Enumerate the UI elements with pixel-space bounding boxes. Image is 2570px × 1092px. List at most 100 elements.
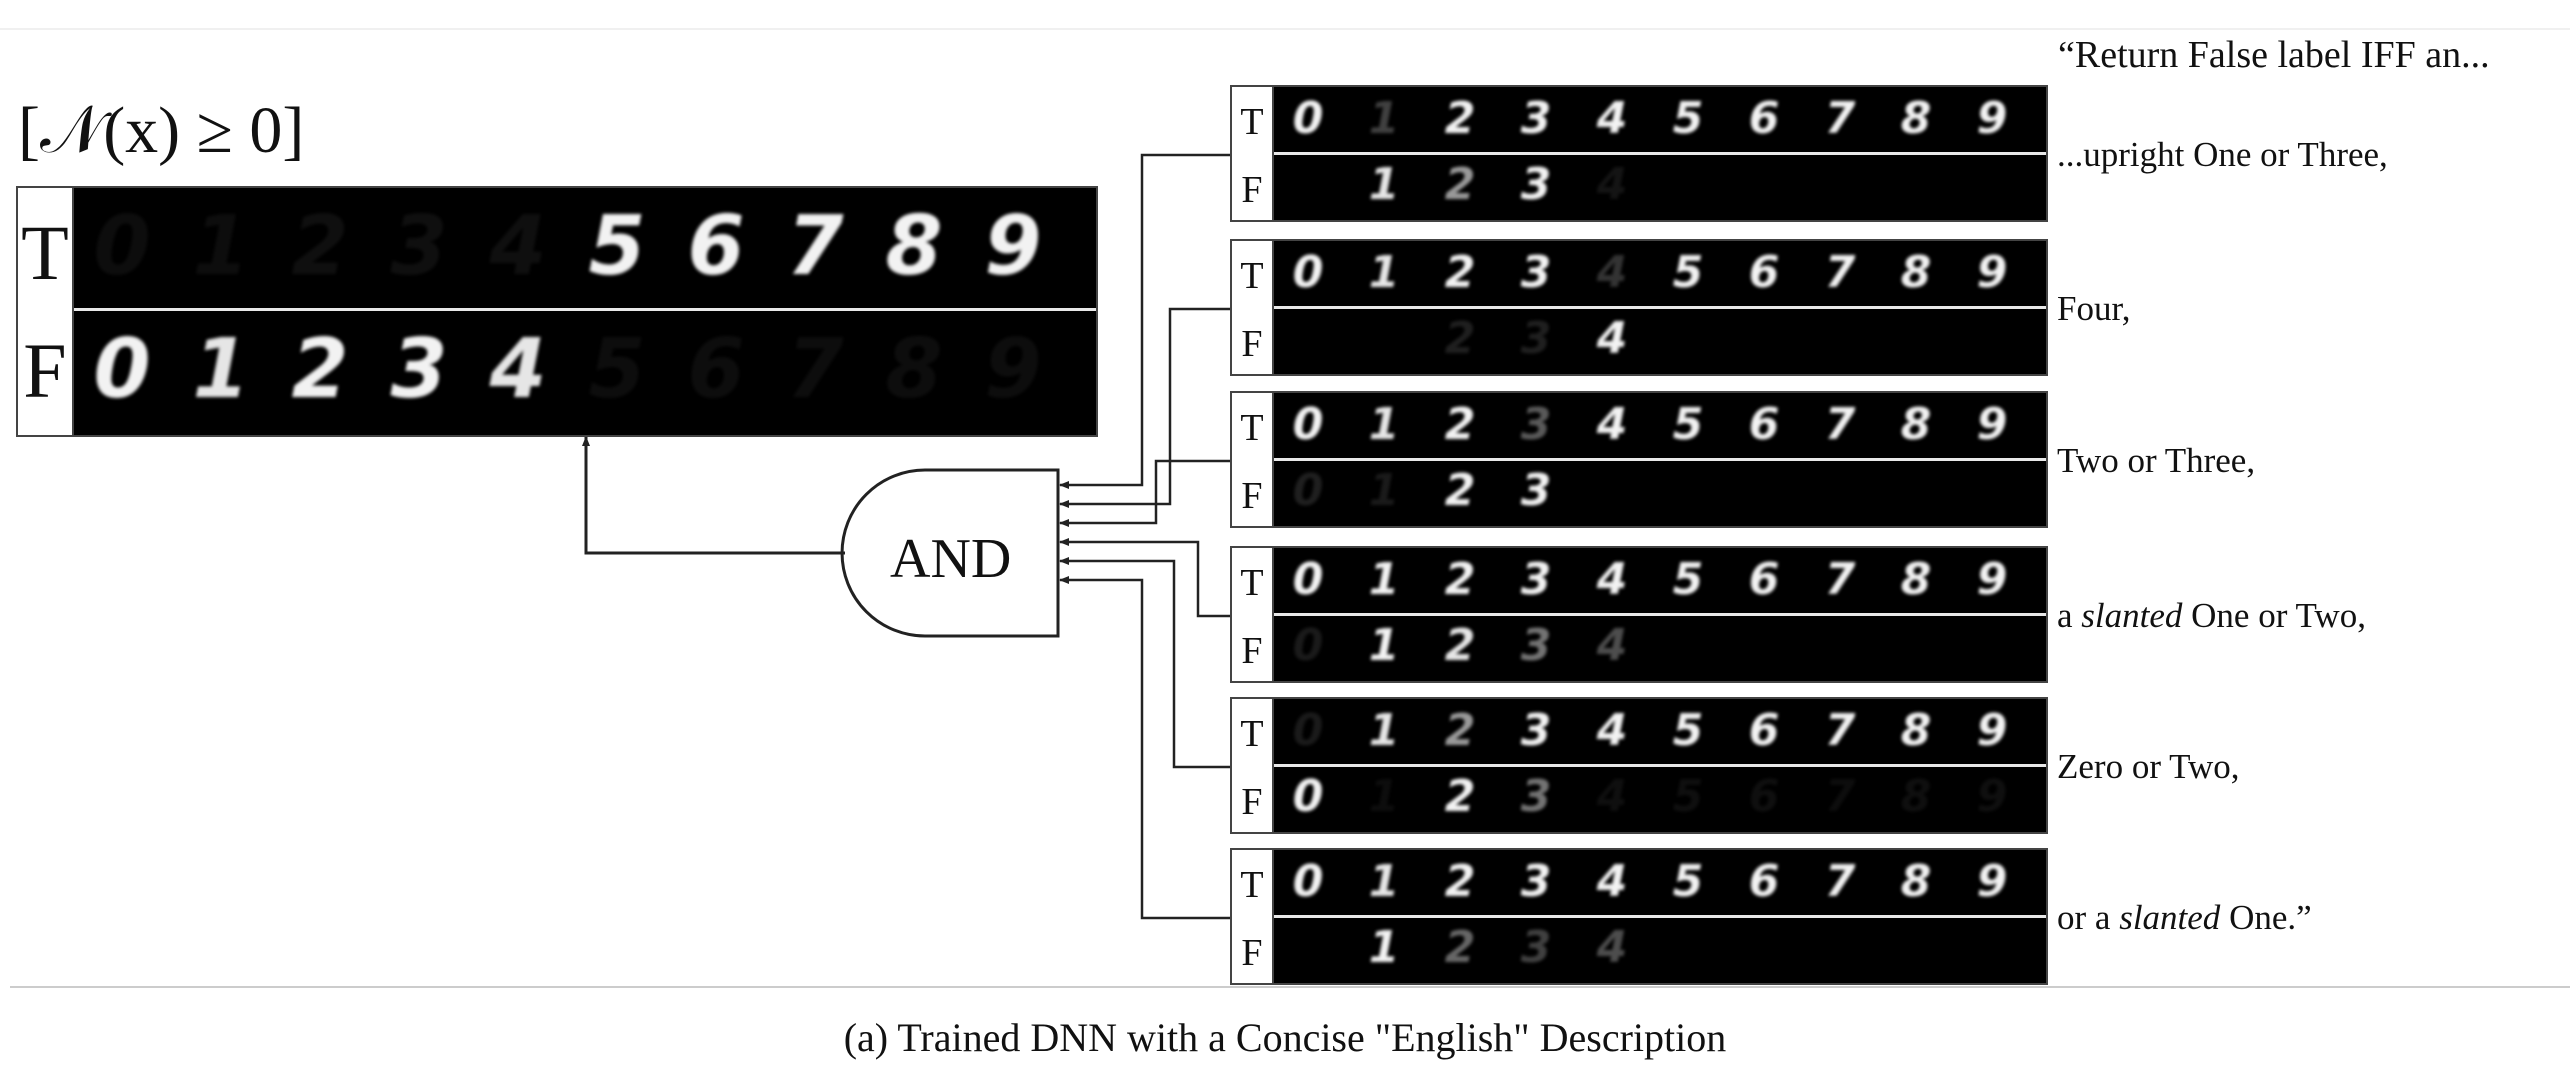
digit-5: 5 [1672, 554, 1704, 605]
true-row-letter: T [1240, 407, 1264, 449]
digit-2: 2 [1444, 159, 1476, 210]
digit-3: 3 [1520, 465, 1552, 516]
digit-5: 5 [1672, 856, 1704, 907]
digit-8: 8 [1900, 856, 1932, 907]
false-row-letter: F [1241, 932, 1263, 974]
digit-0: 0 [93, 322, 151, 417]
digit-2: 2 [1444, 399, 1476, 450]
digit-2: 2 [1444, 93, 1476, 144]
digit-3: 3 [1520, 705, 1552, 756]
digit-3: 3 [1520, 313, 1552, 364]
digit-7: 7 [1824, 554, 1856, 605]
digit-1: 1 [1368, 856, 1400, 907]
digit-2: 2 [1444, 554, 1476, 605]
digit-9: 9 [1976, 93, 2008, 144]
true-row-letter: T [1240, 101, 1264, 143]
row-separator [1274, 613, 2046, 616]
digit-4: 4 [1596, 93, 1628, 144]
digit-5: 5 [588, 322, 646, 417]
digit-7: 7 [1824, 856, 1856, 907]
false-row-letter: F [23, 327, 67, 414]
digit-3: 3 [1520, 247, 1552, 298]
gate-input-wire [1059, 538, 1230, 618]
digit-9: 9 [1976, 771, 2008, 822]
digit-1: 1 [1368, 705, 1400, 756]
digit-0: 0 [1292, 771, 1324, 822]
digit-4: 4 [1596, 771, 1628, 822]
sub-classifier-description: Two or Three, [2057, 441, 2256, 480]
digit-4: 4 [489, 199, 547, 294]
digit-8: 8 [1900, 705, 1932, 756]
digit-2: 2 [1444, 705, 1476, 756]
digit-9: 9 [1976, 856, 2008, 907]
digit-5: 5 [1672, 399, 1704, 450]
digit-1: 1 [1368, 159, 1400, 210]
false-row-letter: F [1241, 169, 1263, 211]
row-separator [1274, 915, 2046, 918]
main-label-column: T F [18, 188, 74, 435]
row-separator [1274, 764, 2046, 767]
digit-7: 7 [1824, 705, 1856, 756]
digit-8: 8 [1900, 93, 1932, 144]
true-row-letter: T [21, 209, 69, 296]
digit-7: 7 [1824, 399, 1856, 450]
digit-4: 4 [1596, 620, 1628, 671]
digit-3: 3 [1520, 771, 1552, 822]
digit-6: 6 [1748, 856, 1780, 907]
digit-4: 4 [1596, 856, 1628, 907]
gate-input-wire [1059, 153, 1230, 489]
digit-3: 3 [1520, 922, 1552, 973]
input-wires [1059, 153, 1230, 920]
digit-7: 7 [1824, 771, 1856, 822]
digit-1: 1 [1368, 399, 1400, 450]
digit-3: 3 [1520, 93, 1552, 144]
digit-4: 4 [1596, 247, 1628, 298]
gate-input-wire [1059, 576, 1230, 920]
digit-7: 7 [786, 322, 844, 417]
digit-0: 0 [1292, 856, 1324, 907]
row-separator [1274, 152, 2046, 155]
digit-1: 1 [1368, 922, 1400, 973]
sub-classifier-description: Four, [2057, 289, 2131, 328]
digit-9: 9 [1976, 247, 2008, 298]
false-row-letter: F [1241, 630, 1263, 672]
digit-3: 3 [1520, 159, 1552, 210]
digit-8: 8 [1900, 771, 1932, 822]
digit-2: 2 [1444, 856, 1476, 907]
digit-6: 6 [1748, 93, 1780, 144]
digit-2: 2 [1444, 922, 1476, 973]
digit-5: 5 [1672, 247, 1704, 298]
digit-3: 3 [1520, 620, 1552, 671]
digit-1: 1 [1368, 554, 1400, 605]
sub-classifier-description: or a slanted One.” [2057, 898, 2312, 937]
digit-3: 3 [390, 199, 448, 294]
digit-2: 2 [1444, 771, 1476, 822]
digit-2: 2 [1444, 313, 1476, 364]
digit-0: 0 [1292, 554, 1324, 605]
digit-1: 1 [192, 199, 250, 294]
digit-3: 3 [1520, 554, 1552, 605]
digit-8: 8 [1900, 399, 1932, 450]
digit-4: 4 [1596, 705, 1628, 756]
digit-1: 1 [1368, 620, 1400, 671]
